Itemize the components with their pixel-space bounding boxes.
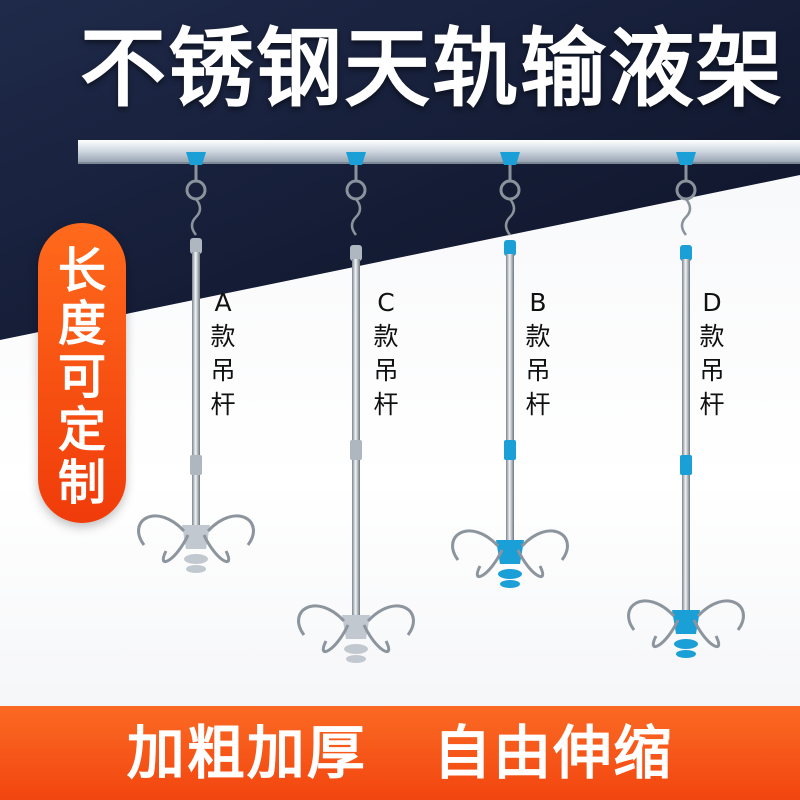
variant-letter: D: [702, 288, 722, 317]
pole-top-cap: [190, 238, 202, 254]
variant-char: 吊: [699, 356, 725, 385]
hub-knob: [498, 569, 522, 579]
hub-knob: [674, 639, 698, 649]
variant-letter: A: [214, 288, 232, 317]
variant-label-c: C 款 吊 杆: [366, 286, 406, 422]
pole-top-cap: [350, 245, 362, 261]
variant-letter: B: [529, 288, 547, 317]
hub-knob: [344, 644, 368, 654]
hub-knob: [346, 655, 366, 663]
variant-char: 杆: [699, 390, 725, 419]
slogan-left: 加粗加厚: [126, 719, 367, 787]
pole-top-cap: [504, 240, 516, 256]
rail-clip-icon: [346, 152, 366, 165]
swivel-ring-icon: [499, 179, 521, 201]
variant-char: 吊: [210, 356, 236, 385]
s-hook-icon: [680, 198, 692, 236]
variant-char: 杆: [210, 390, 236, 419]
variant-char: 款: [210, 322, 236, 351]
custom-length-badge: 长 度 可 定 制: [38, 223, 126, 523]
pole-joint: [190, 455, 202, 475]
s-hook-icon: [350, 198, 362, 236]
variant-label-d: D 款 吊 杆: [692, 286, 732, 422]
pole-joint: [680, 455, 692, 475]
hanger-hook-icon: [297, 604, 346, 636]
hanger-hook-icon: [366, 604, 415, 636]
hanger-hub: [182, 525, 210, 549]
hanger-hub: [496, 540, 524, 564]
hub-knob: [184, 554, 208, 564]
hanger-hook-icon: [692, 619, 721, 649]
hub-knob: [186, 565, 206, 573]
hanger-hook-icon: [206, 514, 255, 546]
badge-char: 制: [57, 455, 106, 511]
hanger-hub: [672, 610, 700, 634]
badge-char: 定: [57, 402, 106, 458]
variant-char: 吊: [525, 356, 551, 385]
hanger-hook-icon: [516, 549, 545, 579]
swivel-ring-icon: [185, 179, 207, 201]
variant-char: 杆: [525, 390, 551, 419]
hanger-hook-icon: [627, 599, 676, 631]
bottom-slogan: 加粗加厚 自由伸缩: [0, 706, 800, 800]
hanger-hook-icon: [475, 549, 504, 579]
pole-joint: [350, 440, 362, 460]
pole-tube: [352, 259, 360, 619]
badge-char: 度: [57, 296, 106, 352]
variant-label-a: A 款 吊 杆: [203, 286, 243, 422]
pole-joint: [504, 440, 516, 460]
swivel-ring-icon: [345, 179, 367, 201]
bottom-banner: 加粗加厚 自由伸缩: [0, 706, 800, 800]
hanger-hook-icon: [451, 529, 500, 561]
pole-top-cap: [680, 245, 692, 261]
pole-tube: [682, 259, 690, 614]
hanger-hub: [342, 615, 370, 639]
hanger-hook-icon: [161, 534, 190, 564]
swivel-ring-icon: [675, 179, 697, 201]
hub-knob: [500, 580, 520, 588]
pole-tube: [506, 254, 514, 544]
hanger-hook-icon: [321, 624, 350, 654]
variant-char: 吊: [373, 356, 399, 385]
badge-char: 可: [57, 349, 106, 405]
s-hook-icon: [504, 198, 516, 236]
badge-char: 长: [57, 243, 106, 299]
page-title: 不锈钢天轨输液架: [80, 19, 784, 119]
hanger-hook-icon: [202, 534, 231, 564]
slogan-right: 自由伸缩: [433, 719, 674, 787]
hanger-hook-icon: [520, 529, 569, 561]
hanger-hook-icon: [362, 624, 391, 654]
variant-letter: C: [377, 288, 395, 317]
rail-clip-icon: [500, 152, 520, 165]
variant-char: 款: [699, 322, 725, 351]
hanger-hook-icon: [137, 514, 186, 546]
badge-text: 长 度 可 定 制: [38, 245, 126, 510]
hanger-hook-icon: [651, 619, 680, 649]
s-hook-icon: [190, 198, 202, 236]
hanger-hook-icon: [696, 599, 745, 631]
variant-char: 杆: [373, 390, 399, 419]
variant-char: 款: [373, 322, 399, 351]
hub-knob: [676, 650, 696, 658]
rail-clip-icon: [186, 152, 206, 165]
variant-label-b: B 款 吊 杆: [518, 286, 558, 422]
rail-clip-icon: [676, 152, 696, 165]
variant-char: 款: [525, 322, 551, 351]
pole-tube: [192, 252, 200, 529]
